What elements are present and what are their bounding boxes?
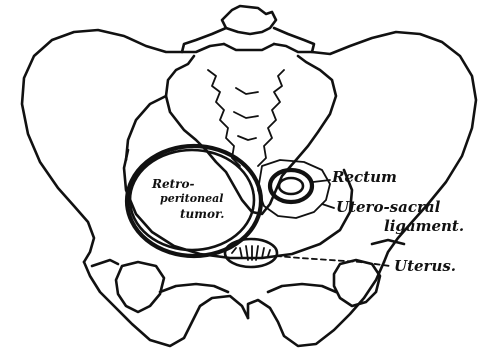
tumor-label-line1: Retro- <box>152 178 194 190</box>
left-ilium <box>22 30 182 262</box>
lumbar-vertebra <box>182 6 314 52</box>
uterus-label: Uterus. <box>394 259 456 274</box>
rectum-label: Rectum <box>332 170 397 185</box>
uterus <box>225 239 277 267</box>
pubic-arch <box>160 284 336 292</box>
utero-sacral-label-line1: Utero-sacral <box>336 200 440 215</box>
tumor-label-line2: peritoneal <box>160 193 223 204</box>
utero-sacral-label-line2: ligament. <box>384 219 464 234</box>
tumor-label-line3: tumor. <box>180 208 224 220</box>
left-ischium <box>84 260 248 346</box>
